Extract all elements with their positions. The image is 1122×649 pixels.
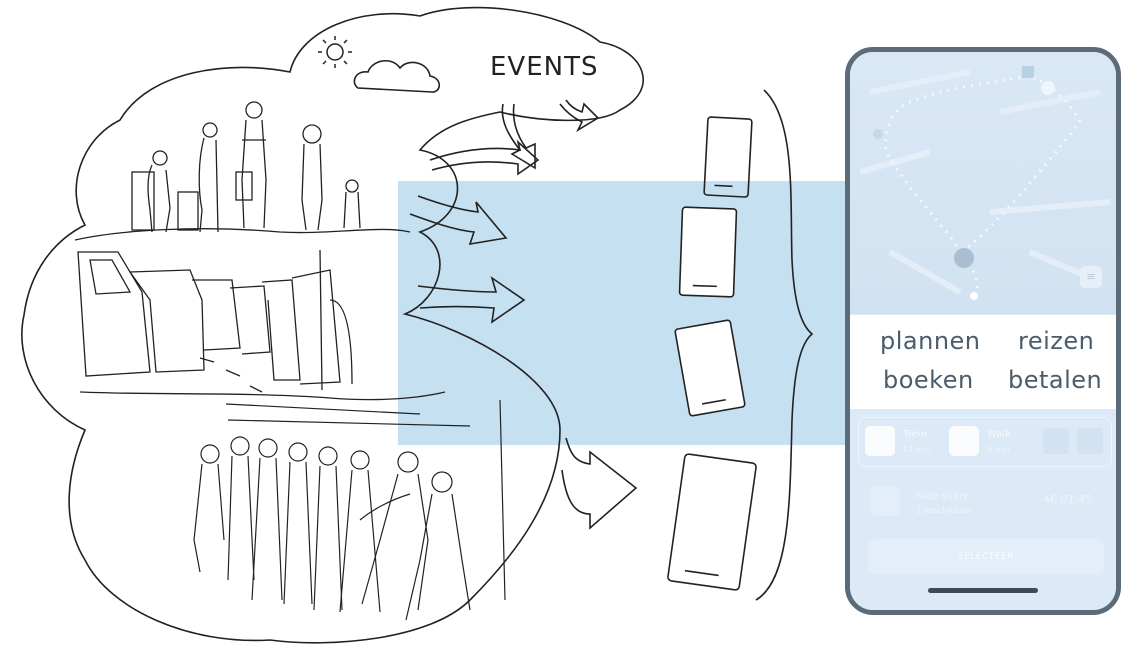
pay-label: betalen <box>1008 366 1103 394</box>
route-map: ≡ <box>850 52 1116 314</box>
book-label: boeken <box>883 366 974 394</box>
route-map-graphic <box>859 66 1111 300</box>
flow-arrows <box>409 195 638 530</box>
weather-cloud-icon <box>353 60 441 93</box>
train-mode-time: 14 min <box>903 445 931 454</box>
events-arrows <box>429 99 600 176</box>
route-options: Trein 14 min Walk 3 min Ride share 2 bes… <box>850 409 1116 610</box>
extra-mode-icon <box>1043 428 1069 454</box>
walk-mode-name: Walk <box>987 429 1011 440</box>
divider-line <box>79 391 446 401</box>
walk-mode-time: 3 min <box>987 445 1010 454</box>
home-indicator <box>928 588 1038 593</box>
traffic-sketch <box>77 249 353 393</box>
waypoint-marker <box>1041 81 1055 95</box>
plan-label: plannen <box>880 327 981 355</box>
phone-mockup: ≡ plannen reizen boeken betalen Trein 14… <box>845 47 1121 615</box>
walk-icon <box>949 426 979 456</box>
ride-share-sub: 2 beschikbaar <box>916 506 973 515</box>
events-label: EVENTS <box>490 52 598 82</box>
curly-brace <box>755 89 814 601</box>
sliders-icon[interactable]: ≡ <box>1080 266 1102 288</box>
train-icon <box>865 426 895 456</box>
travel-label: reizen <box>1018 327 1095 355</box>
phone-sketches <box>667 116 757 591</box>
phone-sketch <box>703 116 753 198</box>
extra-mode-icon <box>1077 428 1103 454</box>
divider-line <box>74 228 411 241</box>
ride-share-name[interactable]: Ride share <box>916 491 970 502</box>
ride-share-icon <box>870 486 900 516</box>
waypoint-marker <box>970 292 978 300</box>
phone-sketch <box>674 319 746 417</box>
sun-icon <box>318 36 352 68</box>
pedestrians-sketch <box>131 101 361 233</box>
crowded-train-sketch <box>193 399 506 621</box>
destination-marker <box>1022 66 1034 78</box>
action-words-panel: plannen reizen boeken betalen <box>850 315 1116 409</box>
ride-share-price: 4€ 01.45 <box>1043 493 1092 506</box>
user-location-icon <box>954 248 974 268</box>
phone-sketch <box>678 206 738 298</box>
origin-marker <box>873 129 883 139</box>
highlight-band <box>398 181 850 445</box>
phone-sketch <box>667 453 757 591</box>
route-option-card[interactable]: Trein 14 min Walk 3 min <box>858 417 1112 467</box>
train-mode-name: Trein <box>903 429 927 440</box>
thought-cloud <box>21 6 644 644</box>
select-button[interactable]: SELECTEER <box>868 539 1104 575</box>
